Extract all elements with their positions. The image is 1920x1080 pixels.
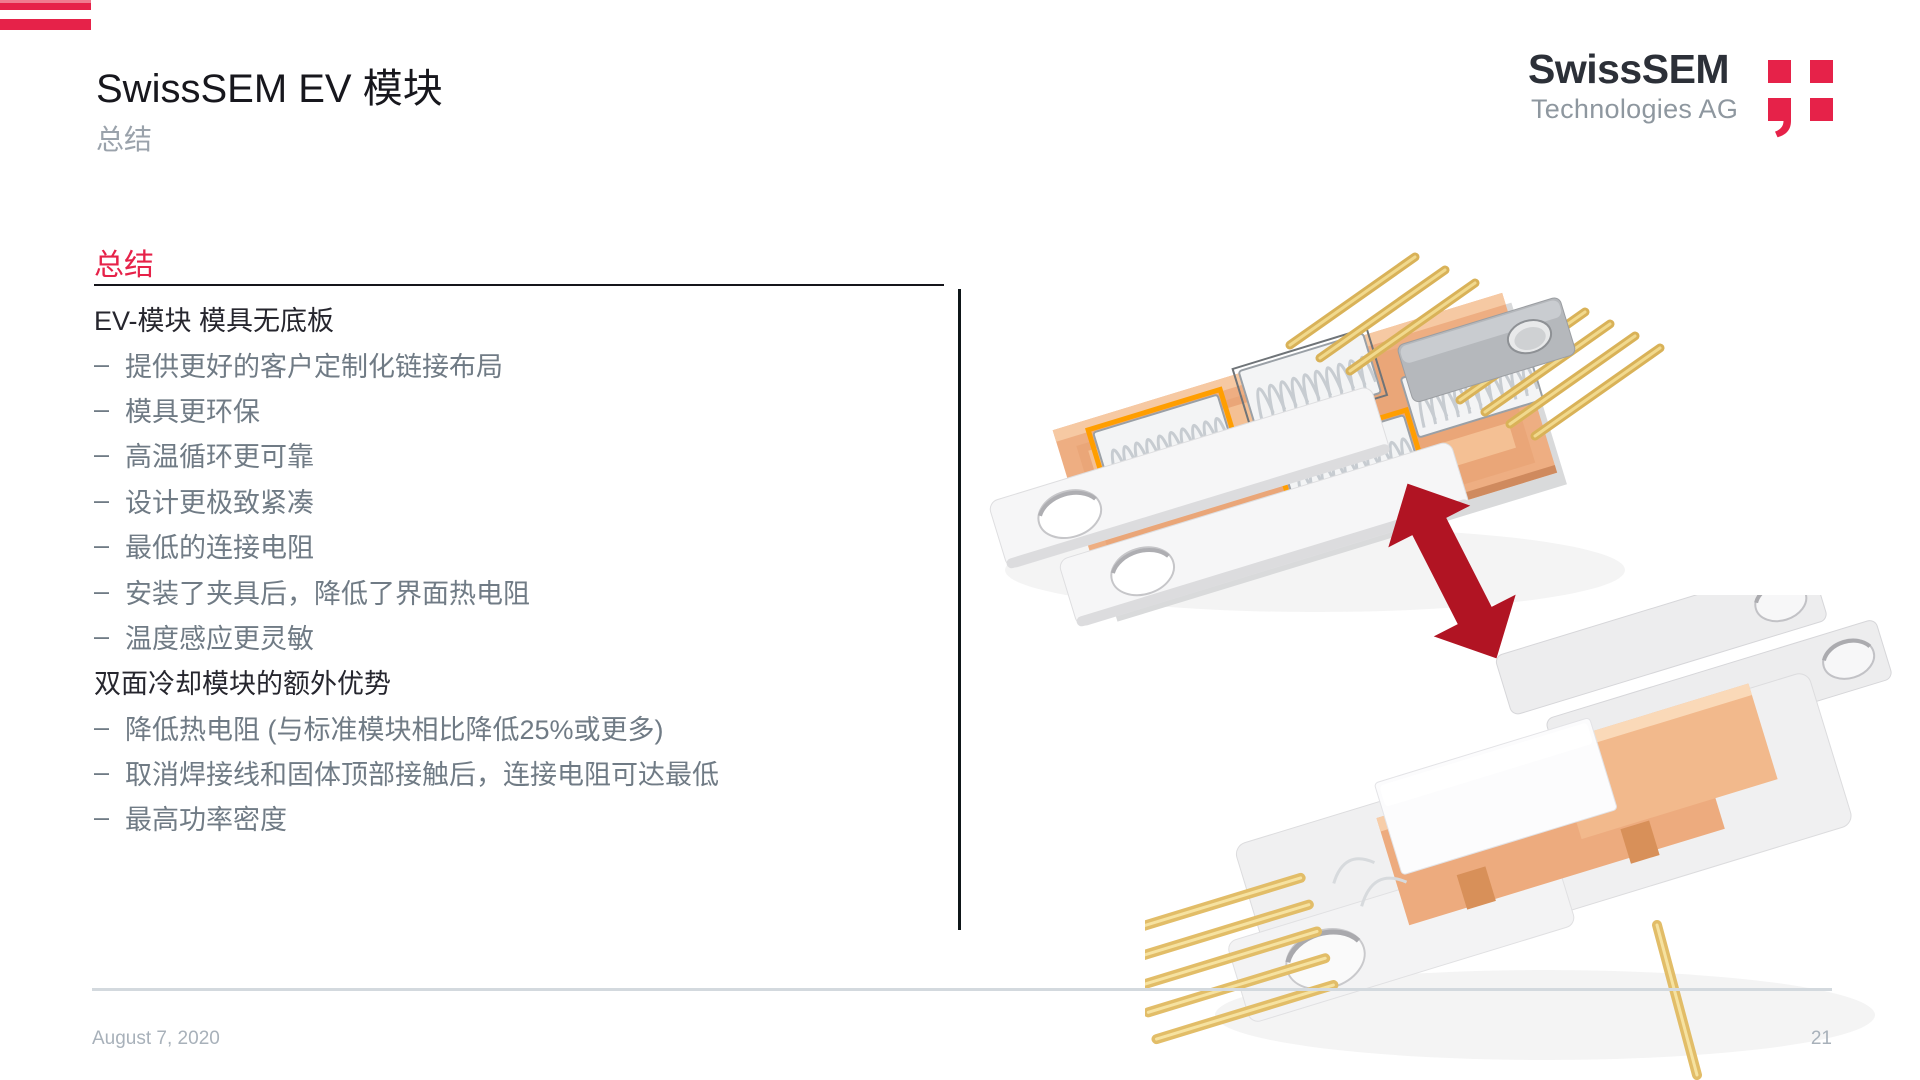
- bullet-dash: –: [94, 757, 110, 788]
- page-title: SwissSEM EV 模块: [96, 67, 443, 111]
- corner-bar-bottom: [0, 19, 91, 30]
- vertical-divider: [958, 289, 961, 930]
- logo-subtitle: Technologies AG: [1531, 94, 1739, 124]
- list-item-text: 最低的连接电阻: [125, 533, 314, 564]
- list-item: –设计更极致紧凑: [94, 478, 954, 523]
- list-item: –模具更环保: [94, 387, 954, 432]
- list-item: –最高功率密度: [94, 795, 954, 840]
- summary-list: EV-模块 模具无底板 –提供更好的客户定制化链接布局 –模具更环保 –高温循环…: [94, 296, 954, 841]
- bullet-dash: –: [94, 620, 110, 651]
- bullet-dash: –: [94, 530, 110, 561]
- bullet-dash: –: [94, 348, 110, 379]
- list-header-text: EV-模块 模具无底板: [94, 306, 335, 337]
- page-number: 21: [1810, 1028, 1832, 1049]
- list-item-text: 安装了夹具后，降低了界面热电阻: [125, 578, 530, 609]
- list-header: 双面冷却模块的额外优势: [94, 659, 954, 704]
- list-item-text: 降低热电阻 (与标准模块相比降低25%或更多): [125, 714, 664, 745]
- list-item: –安装了夹具后，降低了界面热电阻: [94, 568, 954, 613]
- list-item-text: 提供更好的客户定制化链接布局: [125, 351, 503, 382]
- section-heading: 总结: [94, 249, 154, 282]
- double-arrow-icon: [1388, 483, 1516, 659]
- list-item-text: 高温循环更可靠: [125, 442, 314, 473]
- list-header: EV-模块 模具无底板: [94, 296, 954, 341]
- double-sided-cooling-module-render: [1145, 595, 1892, 1080]
- footer-date: August 7, 2020: [92, 1028, 220, 1049]
- list-item-text: 取消焊接线和固体顶部接触后，连接电阻可达最低: [125, 760, 719, 791]
- list-item: –最低的连接电阻: [94, 523, 954, 568]
- list-item: –取消焊接线和固体顶部接触后，连接电阻可达最低: [94, 750, 954, 795]
- bullet-dash: –: [94, 802, 110, 833]
- list-header-text: 双面冷却模块的额外优势: [94, 669, 391, 700]
- bullet-dash: –: [94, 711, 110, 742]
- corner-bar-middle: [0, 3, 91, 10]
- corner-bars-icon: [0, 0, 91, 30]
- list-item-text: 最高功率密度: [125, 805, 287, 836]
- bullet-dash: –: [94, 575, 110, 606]
- list-item: –温度感应更灵敏: [94, 614, 954, 659]
- list-item: –高温循环更可靠: [94, 432, 954, 477]
- footer-divider: [92, 988, 1832, 991]
- list-item-text: 温度感应更灵敏: [125, 623, 314, 654]
- list-item: –降低热电阻 (与标准模块相比降低25%或更多): [94, 705, 954, 750]
- list-item-text: 模具更环保: [125, 396, 260, 427]
- page-subtitle: 总结: [96, 124, 153, 155]
- corner-bar-top: [0, 0, 91, 3]
- bullet-dash: –: [94, 393, 110, 424]
- bullet-dash: –: [94, 439, 110, 470]
- list-item: –提供更好的客户定制化链接布局: [94, 341, 954, 386]
- list-item-text: 设计更极致紧凑: [125, 487, 314, 518]
- section-underline: [94, 284, 944, 286]
- swisssem-logo-mark-icon: [1768, 60, 1833, 138]
- ev-module-no-baseplate-render: [989, 252, 1665, 627]
- bullet-dash: –: [94, 484, 110, 515]
- logo-wordmark: SwissSEM: [1528, 46, 1730, 92]
